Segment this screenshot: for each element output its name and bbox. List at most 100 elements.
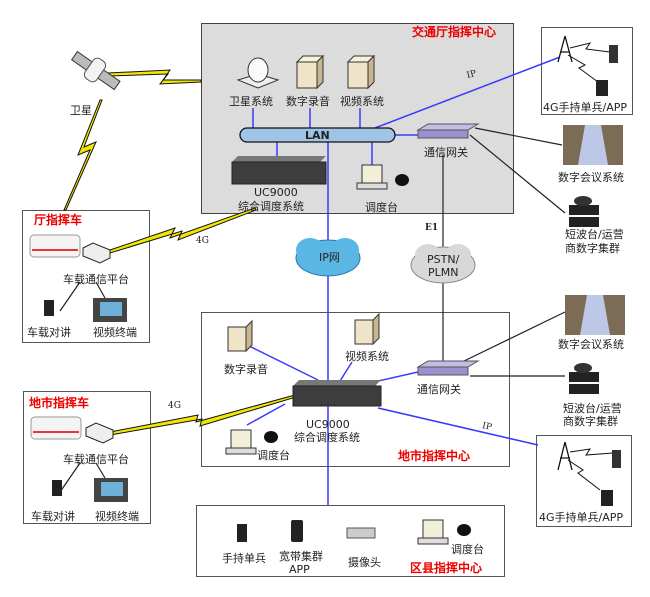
uc9000-provincial-icon (231, 156, 327, 185)
provincial-gateway-conference-line (474, 127, 563, 146)
ambulance-city-icon (30, 416, 82, 440)
handheld-city-icon-2 (601, 490, 613, 506)
provincial-4g-label: 4G (196, 236, 209, 246)
provincial-vehicle-box (22, 210, 150, 343)
city-handheld-box (536, 435, 632, 527)
county-camera-label: 摄像头 (348, 556, 381, 569)
ambulance-provincial-icon (29, 234, 81, 258)
gateway-city-icon (416, 360, 480, 376)
provincial-video-label: 视频系统 (340, 95, 384, 108)
city-uc9000-name: 综合调度系统 (294, 431, 360, 444)
satellite-link-vehicle (63, 99, 103, 211)
county-center-box (196, 505, 505, 577)
city-recording-line (242, 342, 319, 381)
city-conference-label: 数字会议系统 (558, 338, 624, 351)
handheld-provincial-icon-2 (596, 80, 608, 96)
provincial-console-label: 调度台 (365, 201, 398, 214)
provincial-recording-label: 数字录音 (286, 95, 330, 108)
city-video-label: 视频系统 (345, 350, 389, 363)
county-console-icon (417, 519, 471, 545)
county-broadband-phone-icon (291, 520, 303, 542)
city-handheld-label: 4G手持单兵/APP (539, 511, 624, 524)
provincial-uc9000-name: 综合调度系统 (238, 200, 304, 213)
provincial-conference-label: 数字会议系统 (558, 171, 624, 184)
provincial-handheld-box (541, 27, 633, 115)
provincial-uc9000-model: UC9000 (254, 186, 298, 199)
city-center-title: 地市指挥中心 (398, 449, 471, 463)
county-camera-icon (346, 527, 376, 539)
city-4g-label: 4G (168, 401, 181, 411)
lan-bus (239, 127, 396, 143)
pstn-label-2: PLMN (428, 266, 459, 279)
city-vehicle-platform-label: 车载通信平台 (63, 453, 129, 466)
tower-city-icon (557, 441, 573, 471)
provincial-radio-label-1: 短波台/运营 (565, 228, 624, 241)
county-center-title: 区县指挥中心 (410, 561, 483, 575)
intercom-city-icon (52, 480, 62, 496)
platform-city-icon (85, 422, 114, 444)
uc9000-city-icon (292, 380, 382, 407)
platform-provincial-icon (82, 242, 111, 264)
handheld-city-icon-1 (612, 450, 621, 468)
console-provincial-icon (356, 164, 409, 190)
city-console-label: 调度台 (257, 449, 290, 462)
tower-provincial-icon (557, 35, 573, 63)
county-handheld-icon (237, 524, 247, 542)
ip-provincial-handheld-line (374, 56, 561, 129)
fourg-link-provincial-vehicle (109, 207, 257, 254)
city-radio-label-1: 短波台/运营 (563, 402, 622, 415)
city-vehicle-intercom-label: 车载对讲 (31, 510, 75, 523)
radio-city-icon (569, 363, 599, 394)
lan-label: LAN (305, 129, 330, 142)
county-broadband-label-1: 宽带集群 (279, 550, 323, 563)
city-console-icon (225, 429, 278, 455)
vehicle2-intercom-line (59, 462, 81, 493)
city-console-line (246, 403, 286, 426)
provincial-center-title: 交通厅指挥中心 (412, 25, 497, 39)
city-gateway-conference-line (461, 311, 566, 363)
satellite-icon (70, 50, 121, 91)
e1-label: E1 (425, 223, 439, 233)
county-broadband-label-2: APP (289, 563, 310, 576)
intercom-provincial-icon (44, 300, 54, 316)
city-recording-label: 数字录音 (224, 363, 268, 376)
video-server-icon (346, 54, 376, 90)
provincial-vehicle-intercom-label: 车载对讲 (27, 326, 71, 339)
city-gateway-label: 通信网关 (417, 383, 461, 396)
city-video-line (339, 361, 353, 382)
provincial-vehicle-platform-label: 车载通信平台 (63, 273, 129, 286)
county-handheld-label: 手持单兵 (222, 552, 266, 565)
provincial-satellite-system-label: 卫星系统 (229, 95, 273, 108)
gateway-provincial-icon (416, 123, 480, 139)
vehicle2-video-line (95, 462, 106, 479)
city-uc9000-model: UC9000 (306, 418, 350, 431)
provincial-vehicle-video-label: 视频终端 (93, 326, 137, 339)
county-console-label: 调度台 (451, 543, 484, 556)
city-vehicle-box (23, 391, 151, 524)
satellite-link-provincial (107, 69, 202, 85)
provincial-gateway-radio-line (469, 134, 566, 214)
provincial-handheld-label: 4G手持单兵/APP (543, 101, 628, 114)
satellite-label: 卫星 (70, 104, 92, 117)
city-vehicle-title: 地市指挥车 (29, 396, 90, 410)
ip-city-handheld-line (377, 407, 539, 446)
city-recording-server-icon (227, 319, 253, 353)
pstn-label-1: PSTN/ (427, 253, 460, 266)
vehicle1-video-line (95, 281, 106, 299)
satellite-dish-icon (236, 57, 280, 89)
recording-server-icon (295, 54, 325, 90)
ip-cloud-icon (295, 238, 361, 277)
city-vehicle-video-label: 视频终端 (95, 510, 139, 523)
city-center-box (201, 312, 510, 467)
vehicle1-intercom-line (59, 281, 81, 312)
provincial-vehicle-title: 厅指挥车 (34, 213, 83, 227)
handheld-provincial-icon-1 (609, 45, 618, 63)
pstn-cloud-icon (410, 244, 476, 284)
city-radio-label-2: 商数字集群 (563, 415, 618, 428)
fourg-link-city-vehicle (109, 394, 297, 436)
radio-provincial-icon (569, 196, 599, 227)
ip-cloud-label: IP网 (319, 251, 340, 264)
provincial-gateway-label: 通信网关 (424, 146, 468, 159)
city-video-server-icon (354, 312, 380, 346)
